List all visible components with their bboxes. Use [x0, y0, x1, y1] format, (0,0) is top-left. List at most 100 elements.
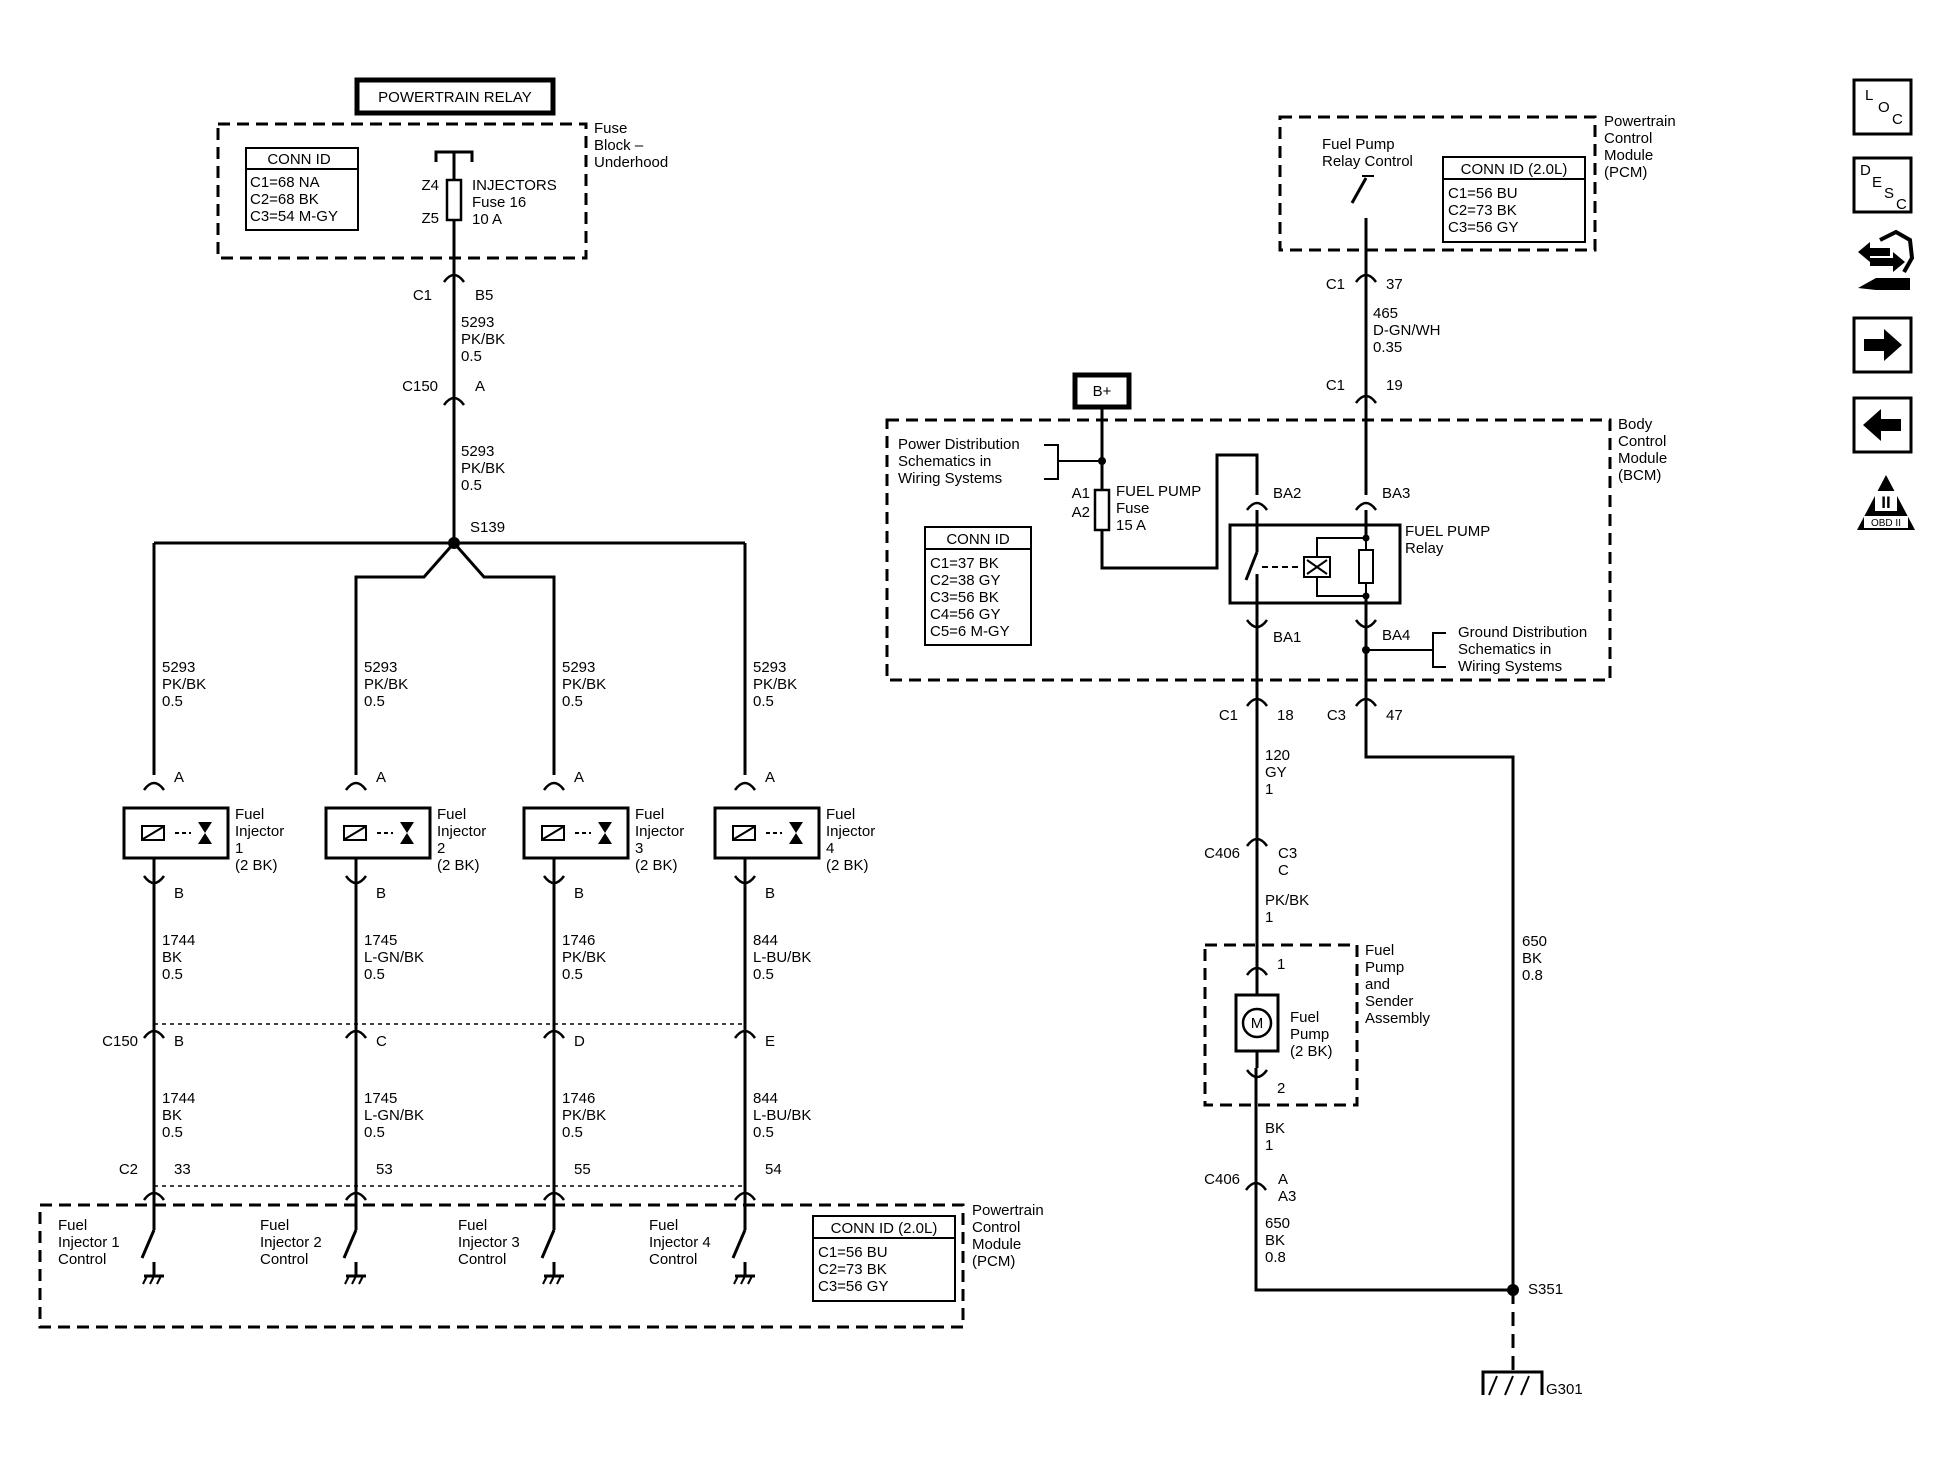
injector-label: Injector [437, 823, 486, 840]
wire-label: 1745 [364, 932, 397, 949]
pin-label: BA4 [1382, 627, 1410, 644]
wire-label: 0.5 [562, 693, 583, 710]
relay-control-label: Relay Control [1322, 153, 1413, 170]
control-label: Fuel [649, 1217, 678, 1234]
fuel-injector-3-circuit: 5293 PK/BK 0.5 A Fuel Injector 3 (2 BK) … [458, 659, 684, 1285]
obd-roman-numeral: II [1881, 493, 1890, 512]
pcm-box-right [1278, 115, 1597, 252]
injector-circuit: POWERTRAIN RELAY Fuse Block – Underhood … [38, 77, 1044, 1329]
wire-label: PK/BK [562, 1107, 606, 1124]
wire-label: 844 [753, 1090, 778, 1107]
pcm-conn-table-right [1442, 156, 1586, 243]
fuse-conn-table [245, 147, 359, 231]
fuse-block-box [216, 122, 588, 260]
connector-c150-a [442, 396, 466, 406]
connector-symbol [142, 781, 166, 791]
wire-label: 1 [1265, 781, 1273, 798]
pcm-conn-title: CONN ID (2.0L) [831, 1220, 938, 1237]
diagnostic-tool-button[interactable] [1858, 229, 1915, 290]
connector-symbol [542, 1191, 566, 1201]
pcm-label: (PCM) [972, 1253, 1015, 1270]
wire-label: L-GN/BK [364, 1107, 424, 1124]
fuel-injector-2-circuit: 5293 PK/BK 0.5 A Fuel Injector 2 (2 BK) … [260, 659, 486, 1285]
pin-label: 19 [1386, 377, 1403, 394]
wire-label: 5293 [461, 314, 494, 331]
injector-label: Injector [635, 823, 684, 840]
connector-label: C406 [1204, 845, 1240, 862]
connector-symbol [344, 781, 368, 791]
connector-symbol [733, 875, 757, 885]
pin-label: 2 [1277, 1080, 1285, 1097]
wire-label: PK/BK [1265, 892, 1309, 909]
wire-label: L-BU/BK [753, 1107, 811, 1124]
connector-symbol [542, 781, 566, 791]
connector-label: C1 [1219, 707, 1238, 724]
control-label: Control [458, 1251, 506, 1268]
obd-ii-button[interactable]: II OBD II [1857, 475, 1915, 530]
fuel-injector-1-circuit: 5293 PK/BK 0.5 A Fuel Injector 1 (2 BK) … [58, 659, 284, 1285]
fuel-pump-relay-label: FUEL PUMP [1405, 523, 1490, 540]
wire-label: D-GN/WH [1373, 322, 1441, 339]
next-page-button[interactable] [1852, 316, 1913, 374]
pcm-label: Powertrain [1604, 113, 1676, 130]
injectors-fuse-label: INJECTORS [472, 177, 557, 194]
wire-label: 0.5 [162, 693, 183, 710]
connector-symbol [542, 875, 566, 885]
fuel-pump-fuse-label: Fuse [1116, 500, 1149, 517]
fuel-pump-relay-label: Relay [1405, 540, 1444, 557]
fuse-block-label-line3: Underhood [594, 154, 668, 171]
location-button[interactable]: L O C [1852, 78, 1913, 136]
fuel-pump-fuse-symbol [1093, 488, 1111, 532]
injectors-fuse-label: Fuse 16 [472, 194, 526, 211]
connector-symbol [1354, 697, 1378, 707]
wire-label: 1744 [162, 1090, 195, 1107]
wire-label: L-BU/BK [753, 949, 811, 966]
injector-label: (2 BK) [635, 857, 678, 874]
obd-label: OBD II [1871, 518, 1901, 529]
connector-symbol [1245, 619, 1269, 629]
arrow-left-icon [1863, 409, 1901, 441]
control-label: Control [260, 1251, 308, 1268]
wire-label: BK [1522, 950, 1542, 967]
power-distribution-label: Power Distribution [898, 436, 1020, 453]
fuel-pump-fuse-label: 15 A [1116, 517, 1146, 534]
pcm-conn-row: C2=73 BK [1448, 202, 1517, 219]
wire-label: 650 [1265, 1215, 1290, 1232]
pcm-conn-table [812, 1215, 956, 1302]
wrench-outline [1879, 229, 1915, 273]
injector-label: 3 [635, 840, 643, 857]
fuse-conn-row: C3=54 M-GY [250, 208, 338, 225]
bcm-box [885, 418, 1612, 682]
wire-label: 0.35 [1373, 339, 1402, 356]
connector-symbol [1354, 619, 1378, 629]
connector-label: C150 [402, 378, 438, 395]
connector-symbol [1245, 966, 1269, 976]
connector-symbol [142, 1029, 166, 1039]
relay-control-switch [1350, 177, 1368, 204]
connector-symbol [733, 781, 757, 791]
previous-page-button[interactable] [1852, 396, 1913, 454]
fuse-conn-row: C2=68 BK [250, 191, 319, 208]
bcm-conn-table [924, 526, 1032, 646]
connector-label: C1 [1326, 276, 1345, 293]
injector-label: 2 [437, 840, 445, 857]
connector-symbol [542, 1029, 566, 1039]
pin-label: A [376, 769, 386, 786]
wire-label: PK/BK [461, 331, 505, 348]
wire-label: 1744 [162, 932, 195, 949]
fuel-pump-label: (2 BK) [1290, 1043, 1333, 1060]
fuel-injector-2-body [324, 806, 432, 860]
injector-label: 4 [826, 840, 834, 857]
pin-label: 55 [574, 1161, 591, 1178]
control-label: Control [649, 1251, 697, 1268]
wire-label: BK [1265, 1232, 1285, 1249]
bplus-label: B+ [1093, 383, 1112, 400]
description-button[interactable]: D E S C [1852, 156, 1913, 214]
pin-label: A2 [1072, 504, 1090, 521]
control-label: Fuel [458, 1217, 487, 1234]
connector-label: C1 [1326, 377, 1345, 394]
control-label: Fuel [260, 1217, 289, 1234]
pin-label: A [765, 769, 775, 786]
connector-label: C150 [102, 1033, 138, 1050]
wire-label: 0.5 [753, 693, 774, 710]
